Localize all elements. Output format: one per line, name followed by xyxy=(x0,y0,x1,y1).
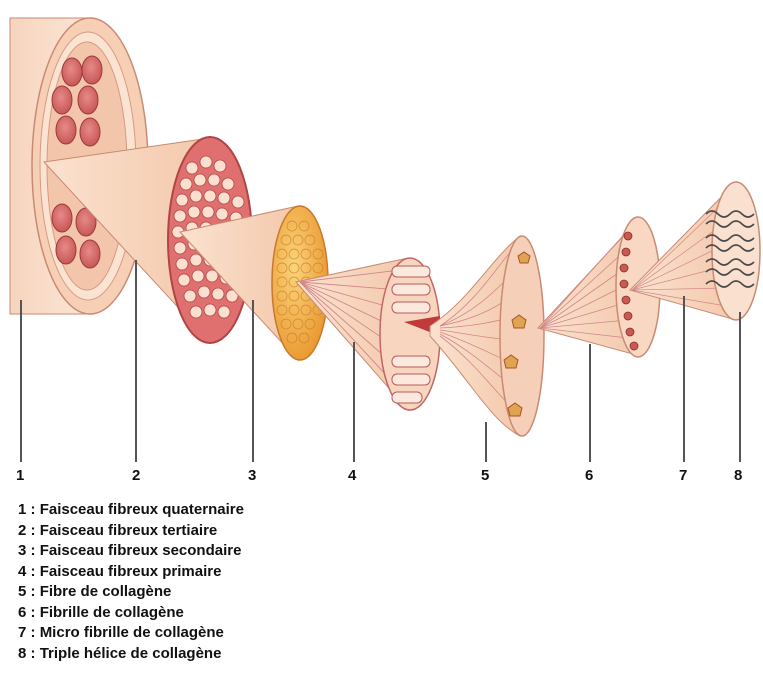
legend-text: Faisceau fibreux tertiaire xyxy=(40,522,218,539)
label-number-5: 5 xyxy=(481,467,489,484)
collagen-hierarchy-diagram xyxy=(0,0,763,490)
legend-text: Fibre de collagène xyxy=(40,583,172,600)
label-number-1: 1 xyxy=(16,467,24,484)
legend-item: 1 : Faisceau fibreux quaternaire xyxy=(18,500,244,521)
label-number-3: 3 xyxy=(248,467,256,484)
structure-5-collagen-fiber xyxy=(430,236,544,436)
legend-item: 8 : Triple hélice de collagène xyxy=(18,644,244,665)
label-number-8: 8 xyxy=(734,467,742,484)
legend-number: 5 xyxy=(18,583,26,600)
legend-text: Faisceau fibreux quaternaire xyxy=(40,501,244,518)
legend-text: Triple hélice de collagène xyxy=(40,645,222,662)
label-number-6: 6 xyxy=(585,467,593,484)
label-number-7: 7 xyxy=(679,467,687,484)
legend-item: 6 : Fibrille de collagène xyxy=(18,603,244,624)
label-number-4: 4 xyxy=(348,467,356,484)
legend: 1 : Faisceau fibreux quaternaire 2 : Fai… xyxy=(18,500,244,664)
legend-text: Micro fibrille de collagène xyxy=(40,624,224,641)
legend-item: 2 : Faisceau fibreux tertiaire xyxy=(18,521,244,542)
legend-number: 6 xyxy=(18,604,26,621)
legend-number: 4 xyxy=(18,563,26,580)
legend-item: 3 : Faisceau fibreux secondaire xyxy=(18,541,244,562)
legend-text: Faisceau fibreux primaire xyxy=(40,563,222,580)
legend-number: 2 xyxy=(18,522,26,539)
legend-item: 7 : Micro fibrille de collagène xyxy=(18,623,244,644)
legend-number: 7 xyxy=(18,624,26,641)
legend-number: 3 xyxy=(18,542,26,559)
legend-item: 4 : Faisceau fibreux primaire xyxy=(18,562,244,583)
legend-number: 1 xyxy=(18,501,26,518)
legend-text: Faisceau fibreux secondaire xyxy=(40,542,242,559)
legend-item: 5 : Fibre de collagène xyxy=(18,582,244,603)
legend-number: 8 xyxy=(18,645,26,662)
label-number-2: 2 xyxy=(132,467,140,484)
legend-text: Fibrille de collagène xyxy=(40,604,184,621)
